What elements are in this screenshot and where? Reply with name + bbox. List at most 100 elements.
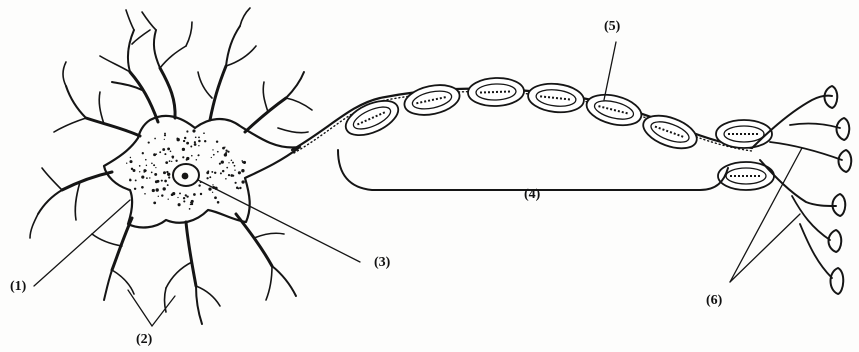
stipple-dot	[149, 177, 150, 178]
stipple-dot	[159, 151, 161, 153]
leader-line-2a	[128, 290, 152, 326]
stipple-dot	[167, 147, 170, 150]
stipple-dot	[153, 153, 156, 156]
stipple-dot	[228, 174, 230, 176]
stipple-dot	[144, 172, 145, 173]
stipple-dot	[238, 171, 241, 174]
stipple-dot	[235, 182, 237, 184]
stipple-dot	[171, 161, 172, 162]
nucleolus	[182, 173, 189, 180]
stipple-dot	[212, 192, 213, 193]
stipple-dot	[211, 171, 213, 173]
stipple-dot	[139, 171, 140, 172]
schwann-cell	[402, 80, 463, 119]
stipple-dot	[206, 177, 208, 179]
stipple-dot	[190, 146, 192, 148]
stipple-dot	[191, 200, 194, 203]
stipple-dot	[219, 163, 221, 165]
stipple-dot	[196, 159, 198, 161]
stipple-dot	[212, 149, 213, 150]
stipple-dot	[193, 193, 196, 196]
label-3: (3)	[374, 255, 391, 270]
stipple-dot	[239, 187, 241, 189]
stipple-dot	[234, 165, 236, 167]
nucleus	[173, 164, 199, 186]
stipple-dot	[192, 129, 195, 132]
stipple-dot	[164, 153, 166, 155]
stipple-dot	[145, 170, 147, 172]
stipple-dot	[182, 156, 184, 158]
stipple-dot	[172, 192, 175, 195]
stipple-dot	[221, 160, 224, 163]
schwann-cell	[468, 77, 525, 107]
stipple-dot	[198, 154, 200, 156]
stipple-dot	[232, 162, 234, 164]
terminal-bouton	[829, 230, 842, 252]
stipple-dot	[164, 133, 166, 135]
terminal-bouton	[837, 118, 850, 140]
stipple-dot	[191, 155, 193, 157]
stipple-dot	[183, 140, 185, 142]
stipple-dot	[163, 187, 166, 190]
stipple-dot	[186, 130, 188, 132]
stipple-dot	[131, 168, 133, 170]
stipple-dot	[158, 196, 159, 197]
stipple-dot	[179, 192, 181, 194]
label-2: (2)	[136, 332, 153, 347]
stipple-dot	[217, 201, 220, 204]
terminal-bouton	[825, 86, 838, 108]
stipple-dot	[153, 202, 156, 205]
stipple-dot	[164, 134, 166, 136]
stipple-dot	[155, 180, 158, 183]
stipple-dot	[145, 159, 147, 161]
stipple-dot	[161, 194, 163, 196]
stipple-dot	[214, 196, 217, 199]
stipple-dot	[225, 152, 227, 154]
stipple-dot	[134, 188, 136, 190]
stipple-dot	[167, 184, 169, 186]
stipple-dot	[171, 155, 174, 158]
stipple-dot	[222, 170, 224, 172]
stipple-dot	[220, 172, 222, 174]
stipple-dot	[175, 160, 177, 162]
stipple-dot	[241, 160, 243, 162]
stipple-dot	[146, 165, 147, 166]
stipple-dot	[189, 208, 191, 210]
stipple-dot	[154, 173, 157, 176]
stipple-dot	[207, 170, 209, 172]
stipple-dot	[178, 203, 181, 206]
leader-line-6b	[730, 214, 800, 282]
stipple-dot	[162, 148, 165, 151]
stipple-dot	[163, 171, 166, 174]
axon-length-bracket	[338, 150, 728, 190]
stipple-dot	[209, 176, 211, 178]
stipple-dot	[212, 184, 213, 185]
stipple-dot	[186, 142, 189, 145]
label-1: (1)	[10, 279, 27, 294]
stipple-dot	[142, 152, 144, 154]
stipple-dot	[191, 203, 193, 205]
schwann-cell	[583, 90, 644, 131]
stipple-dot	[182, 148, 185, 151]
stipple-dot	[153, 164, 155, 166]
label-5: (5)	[604, 19, 621, 34]
stipple-dot	[170, 151, 172, 153]
stipple-dot	[126, 163, 127, 164]
stipple-dot	[225, 178, 227, 180]
leader-line-2b	[152, 296, 175, 326]
stipple-dot	[166, 171, 168, 173]
stipple-dot	[216, 140, 218, 142]
stipple-dot	[225, 150, 227, 152]
stipple-dot	[237, 187, 238, 188]
terminal-bouton	[831, 268, 844, 294]
stipple-dot	[184, 137, 186, 139]
stipple-dot	[176, 138, 178, 140]
stipple-dot	[186, 157, 189, 160]
stipple-dot	[144, 193, 146, 195]
stipple-dot	[231, 160, 233, 162]
stipple-dot	[129, 160, 132, 163]
stipple-dot	[156, 154, 157, 155]
cell-body-stipple	[126, 129, 246, 209]
stipple-dot	[130, 157, 131, 158]
